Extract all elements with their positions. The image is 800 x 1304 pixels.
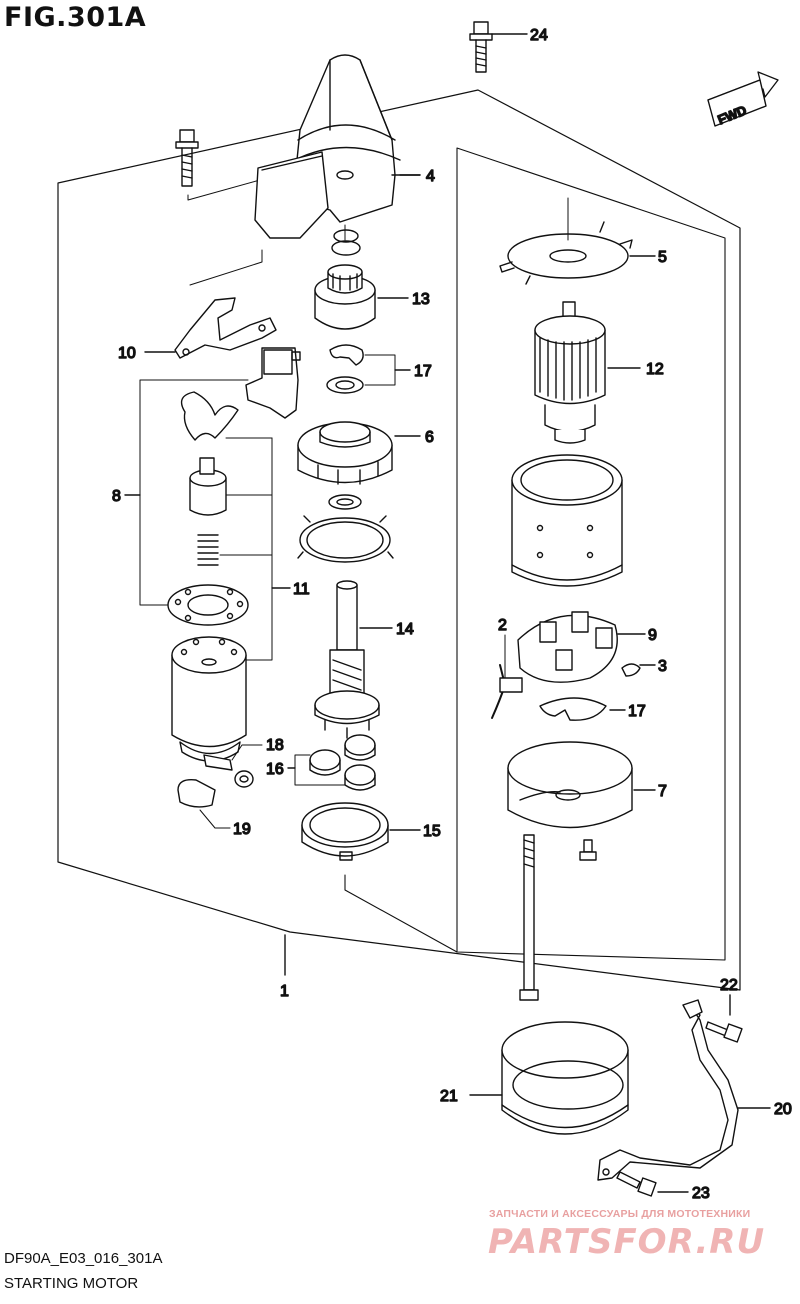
callout-20: 20 (774, 1101, 792, 1118)
callout-21: 21 (440, 1088, 458, 1105)
washer-top (333, 229, 359, 243)
callout-9: 9 (648, 627, 657, 644)
through-bolt (519, 834, 539, 1001)
figure-title: FIG.301A (4, 2, 147, 33)
yoke (511, 454, 623, 587)
bolt-22 (705, 1021, 743, 1043)
plunger-11 (189, 457, 227, 516)
gasket (299, 517, 391, 563)
inner-line-bottom (344, 874, 458, 953)
bolt-24 (469, 21, 493, 73)
plate-5 (499, 221, 633, 285)
callout-15: 15 (423, 823, 441, 840)
callout-2: 2 (498, 617, 507, 634)
bolt-23 (616, 1171, 657, 1197)
callout-10: 10 (118, 345, 136, 362)
watermark-tagline: ЗАПЧАСТИ И АКСЕССУАРЫ ДЛЯ МОТОТЕХНИКИ (489, 1208, 751, 1220)
callout-19: 19 (233, 821, 251, 838)
callout-17-lower: 17 (628, 703, 646, 720)
callout-11: 11 (293, 581, 310, 598)
callout-3: 3 (658, 658, 667, 675)
callout-16: 16 (266, 761, 284, 778)
washer-17-upper (326, 376, 364, 394)
callout-1: 1 (280, 983, 289, 1000)
ring-gear-15 (301, 802, 389, 861)
spring-11 (197, 534, 219, 566)
washer-top-2 (331, 240, 361, 256)
planet-gears-16 (309, 734, 376, 791)
housing-4 (254, 54, 421, 239)
callout-24: 24 (530, 27, 548, 44)
clip-3 (621, 663, 641, 677)
callout-14: 14 (396, 621, 414, 638)
bolt-housing (175, 129, 199, 187)
solenoid-plate (167, 584, 249, 626)
callout-4: 4 (426, 168, 435, 185)
washer-17-lower (539, 697, 607, 721)
switch-cover-8 (245, 347, 301, 419)
leader-11-bracket (225, 494, 273, 661)
callout-18: 18 (266, 737, 284, 754)
drawing-code: DF90A_E03_016_301A (4, 1250, 163, 1267)
shaft-14 (314, 580, 380, 739)
assembly-outline (57, 89, 741, 991)
strap-20 (597, 999, 739, 1181)
callout-7: 7 (658, 783, 667, 800)
pinion-13 (314, 264, 376, 330)
callout-23: 23 (692, 1185, 710, 1202)
screw-cover (579, 839, 597, 861)
lever-10 (174, 297, 277, 359)
lead-wire-2 (491, 664, 523, 719)
band-21 (501, 1021, 629, 1135)
diagram-caption: STARTING MOTOR (4, 1275, 139, 1292)
armature-12 (534, 301, 606, 444)
callout-5: 5 (658, 249, 667, 266)
leader-8-bottom (139, 494, 171, 606)
nut-18 (234, 770, 254, 788)
spring-wire-8 (180, 391, 239, 441)
callout-8: 8 (112, 488, 121, 505)
snap-ring-17-upper (329, 344, 364, 366)
callout-12: 12 (646, 361, 664, 378)
clip-19 (177, 779, 216, 808)
end-cover-7 (507, 741, 633, 829)
callout-22: 22 (720, 977, 738, 994)
watermark-logo: PARTSFOR.RU (488, 1222, 766, 1262)
inner-outline-right (456, 147, 726, 961)
fwd-arrow-icon: FWD (707, 71, 779, 128)
leader-8-top (139, 379, 249, 496)
callout-17-upper: 17 (414, 363, 432, 380)
callout-13: 13 (412, 291, 430, 308)
bracket-6 (297, 421, 393, 485)
callout-6: 6 (425, 429, 434, 446)
brush-holder-9 (517, 611, 618, 683)
solenoid-body (171, 636, 247, 771)
